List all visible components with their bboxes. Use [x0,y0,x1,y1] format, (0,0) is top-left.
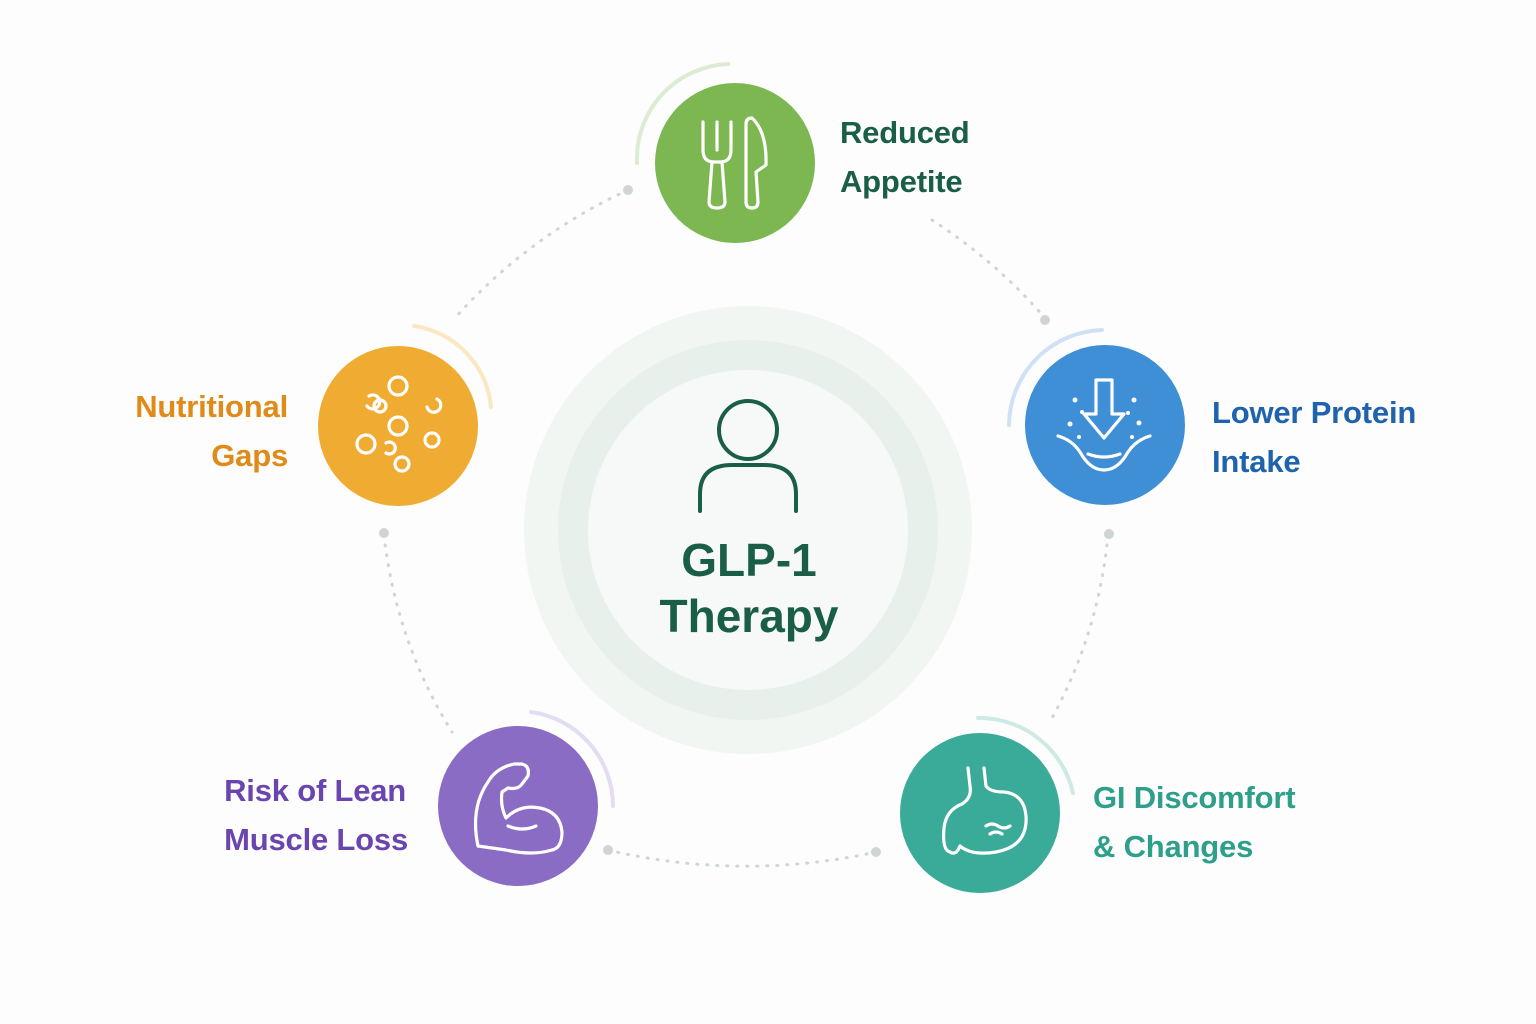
node-lower-protein-intake [1007,328,1185,505]
label-nutritional-gaps: Nutritional Gaps [135,382,288,480]
fork-knife-icon [701,116,768,210]
accent-arc [976,715,1075,795]
label-line: Muscle Loss [224,822,408,857]
node-circle [900,733,1060,893]
connector-arc [1050,533,1110,720]
particle-dots [1067,397,1142,439]
node-circle [438,726,598,886]
scattered-circles-icon [355,375,443,473]
label-line: Nutritional [135,389,288,424]
stomach-icon [942,766,1028,855]
person-icon [698,399,798,513]
accent-arc [1007,328,1104,427]
connector-arc [453,188,630,320]
connector-ring [382,188,1110,868]
connector-dots [379,185,1114,857]
center-title-line: GLP-1 [681,534,817,586]
connector-dot [1040,315,1050,325]
label-reduced-appetite: Reduced Appetite [840,108,970,206]
center-title: GLP-1 Therapy [599,532,899,644]
center-hub [524,306,972,754]
connector-dot [623,185,633,195]
connector-dot [1104,529,1114,539]
label-line: Appetite [840,164,963,199]
center-title-line: Therapy [659,590,839,642]
node-nutritional-gaps [318,324,493,506]
label-line: Risk of Lean [224,773,407,808]
flexed-arm-icon [473,762,564,855]
center-disc [588,370,908,690]
node-circle [655,83,815,243]
connector-dot [603,845,613,855]
label-lean-muscle-loss: Risk of Lean Muscle Loss [224,766,408,864]
accent-arc [634,62,730,165]
label-line: Gaps [211,438,288,473]
accent-arc [529,710,615,808]
connector-arc [930,218,1047,320]
connector-arc [382,533,454,734]
label-line: GI Discomfort [1093,780,1296,815]
label-lower-protein-intake: Lower Protein Intake [1212,388,1416,486]
label-gi-discomfort: GI Discomfort & Changes [1093,773,1296,871]
accent-arc [412,324,493,409]
down-arrow-bowl-icon [1056,378,1152,472]
node-circle [1025,345,1185,505]
node-lean-muscle-loss [438,710,615,886]
label-line: Intake [1212,444,1301,479]
connector-arc [606,848,878,868]
connector-dot [379,528,389,538]
node-circle [318,346,478,506]
node-gi-discomfort [900,715,1075,893]
connector-dot [871,847,881,857]
label-line: & Changes [1093,829,1254,864]
label-line: Lower Protein [1212,395,1417,430]
node-reduced-appetite [634,62,815,243]
label-line: Reduced [840,115,970,150]
